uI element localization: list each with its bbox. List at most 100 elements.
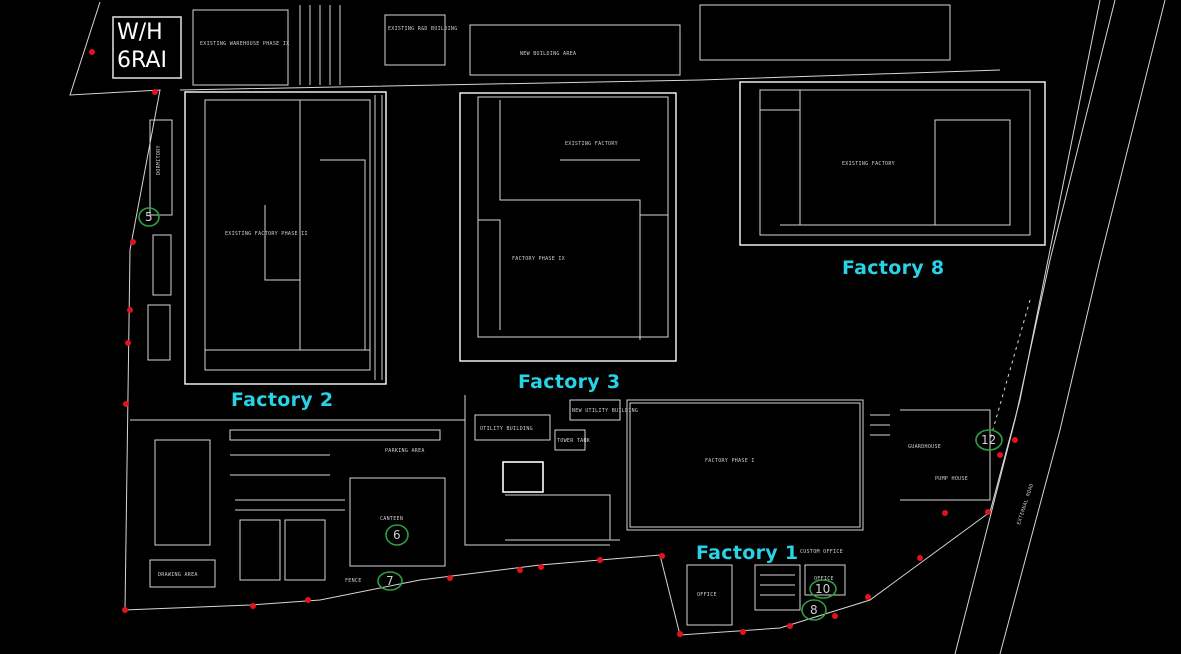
cad-label-parking: PARKING AREA xyxy=(385,448,425,454)
warehouse-block xyxy=(112,16,182,79)
fence-dot xyxy=(865,594,871,600)
marker-label-10: 10 xyxy=(815,582,830,596)
dormitory-block-c xyxy=(147,304,171,361)
right-road-stripe xyxy=(989,299,1031,441)
fence-dot xyxy=(787,623,793,629)
tower-tank-block xyxy=(554,429,586,451)
factory-1-inner xyxy=(629,402,861,528)
top-right-block xyxy=(699,4,951,61)
marker-circle-10 xyxy=(809,579,837,599)
fence-dot xyxy=(123,401,129,407)
cad-label-office: OFFICE xyxy=(697,592,717,598)
office-block xyxy=(686,564,733,626)
factory-label-2: Factory 2 xyxy=(231,389,334,411)
fence-dot xyxy=(125,340,131,346)
marker-circle-12 xyxy=(975,429,1003,451)
cad-label-new-building: NEW BUILDING AREA xyxy=(520,51,576,57)
cad-label-road: EXTERNAL ROAD xyxy=(1016,483,1035,526)
drawing-area-block xyxy=(149,559,216,588)
cad-label-warehouse-phase: EXISTING WAREHOUSE PHASE IX xyxy=(200,41,289,47)
utility-inner-white xyxy=(502,461,544,493)
dormitory-block-a xyxy=(149,119,173,216)
marker-circle-6 xyxy=(385,524,409,546)
fence-dot xyxy=(659,553,665,559)
marker-label-6: 6 xyxy=(393,528,401,542)
dormitory-block-b xyxy=(152,234,172,296)
fence-dot xyxy=(130,239,136,245)
factory-3-building xyxy=(477,96,669,338)
factory-2-internal xyxy=(204,100,371,371)
factory-label-3: Factory 3 xyxy=(518,371,621,393)
cad-label-pump-house: PUMP HOUSE xyxy=(935,476,968,482)
lower-left-paths xyxy=(130,419,465,546)
guardhouse-outline xyxy=(870,409,991,501)
cad-label-factory-phase-ii: EXISTING FACTORY PHASE II xyxy=(225,231,308,237)
cad-label-canteen: CANTEEN xyxy=(380,516,403,522)
fence-dot xyxy=(122,607,128,613)
fence-dot xyxy=(250,603,256,609)
cad-label-tower-tank: TOWER TANK xyxy=(557,438,590,444)
factory-1-building xyxy=(626,399,864,531)
road-edge-outer xyxy=(999,0,1166,654)
marker-circle-8 xyxy=(801,599,827,621)
new-utility-building xyxy=(569,399,621,421)
toilet-block-a xyxy=(239,519,281,581)
marker-circle-5 xyxy=(138,207,160,227)
marker-label-5: 5 xyxy=(145,210,153,224)
fence-dot xyxy=(152,89,158,95)
marker-circles xyxy=(138,207,1003,621)
fence-dot xyxy=(127,307,133,313)
factory-2-building xyxy=(204,99,371,351)
factory-2-frame xyxy=(184,91,387,385)
fence-dot xyxy=(538,564,544,570)
fence-dot xyxy=(740,629,746,635)
factory-label-1: Factory 1 xyxy=(696,542,799,564)
utility-building xyxy=(474,414,551,441)
cad-label-office-small: OFFICE xyxy=(814,576,834,582)
fence-dot xyxy=(517,567,523,573)
factory-label-8: Factory 8 xyxy=(842,257,945,279)
marker-label-12: 12 xyxy=(981,433,996,447)
fence-dot xyxy=(447,575,453,581)
fence-dot xyxy=(677,631,683,637)
cad-label-utility: UTILITY BUILDING xyxy=(480,426,533,432)
top-hatch xyxy=(299,5,341,85)
cad-label-factory-8-inner: EXISTING FACTORY xyxy=(842,161,895,167)
fence-dot xyxy=(997,452,1003,458)
factory-2-side-bar xyxy=(374,95,383,380)
fence-dot xyxy=(1012,437,1018,443)
factory-8-frame xyxy=(739,81,1046,246)
cad-label-existing-factory-top: EXISTING FACTORY xyxy=(565,141,618,147)
fence-dot xyxy=(832,613,838,619)
canteen-building xyxy=(349,477,446,567)
cad-label-rnd-building: EXISTING R&D BUILDING xyxy=(388,26,458,32)
warehouse-label-line1: W/H xyxy=(117,20,163,45)
cad-label-new-utility: NEW UTILITY BUILDING xyxy=(572,408,638,414)
cad-label-drawing-area: DRAWING AREA xyxy=(158,572,198,578)
rnd-building-block xyxy=(384,14,446,66)
marker-label-7: 7 xyxy=(386,574,394,588)
marker-circle-7 xyxy=(377,571,403,591)
parking-stripe-block xyxy=(754,564,801,611)
fence-dot xyxy=(597,557,603,563)
fence-dot xyxy=(305,597,311,603)
factory-3-internal xyxy=(478,100,668,340)
cad-label-custom-office: CUSTOM OFFICE xyxy=(800,549,843,555)
marker-label-8: 8 xyxy=(810,603,818,617)
new-building-block xyxy=(469,24,681,76)
fence-dot xyxy=(917,555,923,561)
warehouse-label-line2: 6RAI xyxy=(117,48,167,73)
middle-misc xyxy=(464,395,620,546)
parking-hatch xyxy=(235,499,345,511)
cad-label-dormitory: DORMITORY xyxy=(156,145,162,175)
top-road xyxy=(179,69,1001,91)
factory-3-frame xyxy=(459,92,677,362)
office-small-block xyxy=(804,564,846,596)
cad-label-factory-phase-i: FACTORY PHASE I xyxy=(705,458,755,464)
cad-label-guardhouse: GUARDHOUSE xyxy=(908,444,941,450)
fence-dot xyxy=(985,509,991,515)
fence-dot xyxy=(89,49,95,55)
cad-label-factory-phase-ix: FACTORY PHASE IX xyxy=(512,256,565,262)
